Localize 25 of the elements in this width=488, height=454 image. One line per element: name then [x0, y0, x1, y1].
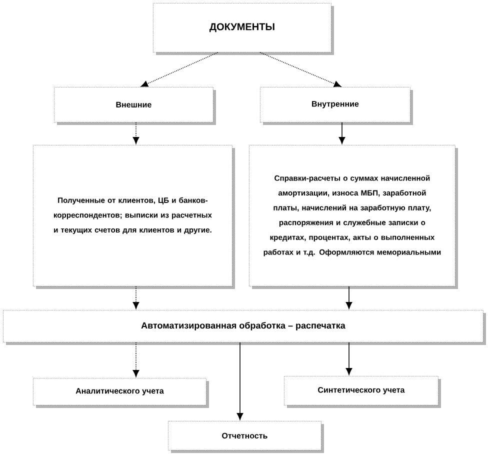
node-text: Аналитического учета — [76, 388, 164, 396]
arrow — [346, 286, 352, 309]
node-text: Отчетность — [222, 432, 268, 439]
arrow — [346, 342, 352, 375]
arrow — [132, 342, 140, 377]
description-box — [249, 144, 458, 289]
title-box — [153, 2, 334, 55]
output-box — [33, 378, 209, 408]
arrow — [338, 122, 346, 144]
process-box — [3, 310, 486, 345]
node-text: Синтетического учета — [318, 387, 405, 394]
arrow — [132, 286, 140, 309]
node-text: Внешние — [116, 102, 152, 108]
arrow — [236, 342, 244, 420]
output-box — [168, 420, 324, 453]
output-box — [284, 376, 441, 408]
description-box — [33, 144, 235, 289]
node-text: Автоматизированная обработка – распечатка — [141, 322, 346, 330]
node-text: ДОКУМЕНТЫ — [210, 23, 274, 32]
arrow — [132, 122, 140, 144]
arrow — [140, 52, 218, 87]
arrow — [260, 52, 342, 87]
node-text: Внутренние — [312, 101, 359, 108]
category-box — [260, 87, 413, 125]
category-box — [54, 87, 216, 125]
